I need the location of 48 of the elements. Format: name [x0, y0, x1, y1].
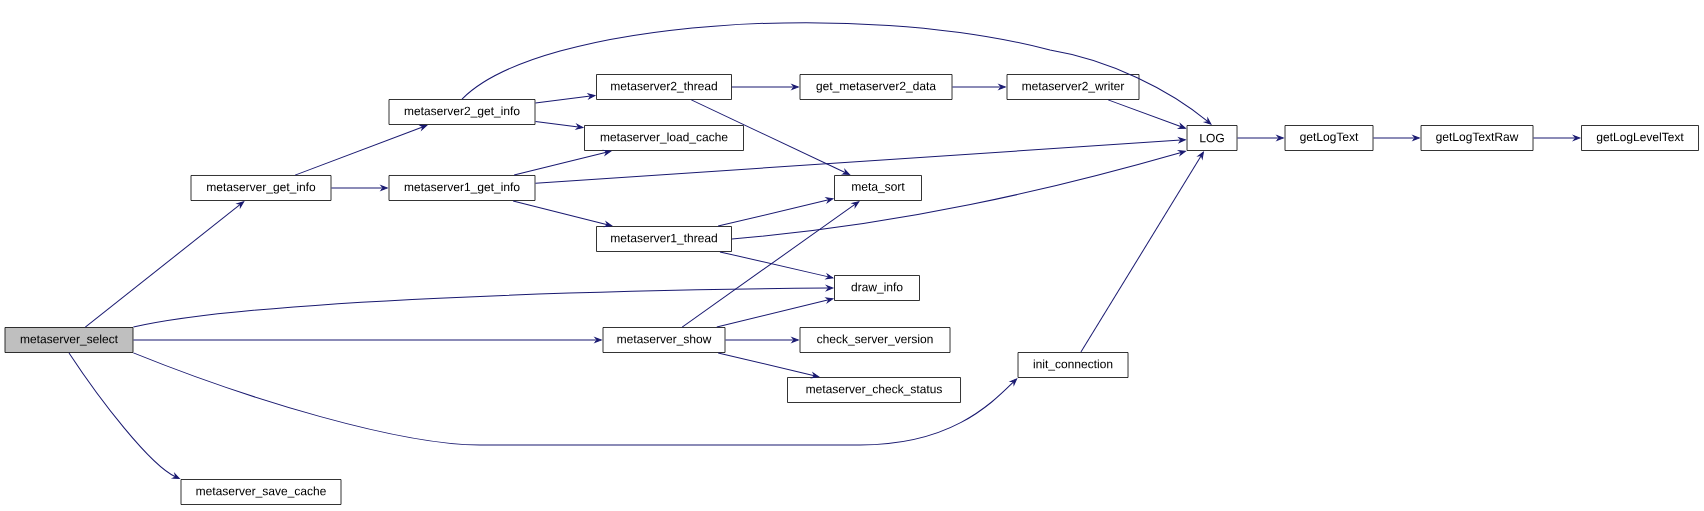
- arrow: [716, 297, 834, 328]
- arrow: [68, 352, 180, 480]
- function-box: metaserver_save_cache: [180, 479, 342, 505]
- function-box: getLogTextRaw: [1420, 125, 1534, 151]
- arrow: [513, 149, 612, 176]
- function-box: metaserver_get_info: [190, 175, 332, 201]
- function-box: metaserver_select: [4, 327, 134, 353]
- arrow: [512, 200, 613, 228]
- arrow: [1372, 135, 1420, 141]
- arrow: [330, 185, 388, 191]
- arrow: [132, 337, 602, 343]
- arrow: [461, 22, 1212, 125]
- function-box: metaserver_check_status: [787, 377, 961, 403]
- function-box: get_metaserver2_data: [799, 74, 953, 100]
- arrow: [717, 352, 819, 379]
- arrow: [724, 337, 799, 343]
- function-box: meta_sort: [834, 175, 922, 201]
- function-box: metaserver2_writer: [1006, 74, 1140, 100]
- arrow: [294, 124, 428, 176]
- function-box: getLogText: [1284, 125, 1374, 151]
- arrow: [731, 150, 1186, 240]
- function-box: metaserver_load_cache: [584, 125, 744, 151]
- function-box: LOG: [1186, 125, 1238, 151]
- arrow: [719, 251, 834, 280]
- function-box: metaserver_show: [602, 327, 726, 353]
- arrow: [690, 99, 850, 175]
- arrow: [132, 352, 1018, 446]
- function-box: metaserver2_thread: [596, 74, 732, 100]
- arrow: [132, 285, 834, 328]
- function-box: getLogLevelText: [1581, 125, 1699, 151]
- arrow: [1236, 135, 1284, 141]
- arrow: [84, 201, 245, 328]
- arrow: [534, 137, 1186, 184]
- function-box: metaserver1_get_info: [388, 175, 536, 201]
- arrow: [1107, 99, 1186, 129]
- arrow: [717, 197, 834, 227]
- function-box: metaserver2_get_info: [388, 99, 536, 125]
- function-box: init_connection: [1017, 352, 1129, 378]
- arrow: [681, 201, 860, 328]
- function-box: draw_info: [834, 275, 920, 301]
- arrow: [1532, 135, 1581, 141]
- arrow: [1080, 151, 1204, 353]
- function-box: metaserver1_thread: [596, 226, 732, 252]
- arrow: [731, 84, 799, 90]
- arrow: [534, 93, 596, 104]
- arrow: [534, 120, 584, 130]
- arrow: [951, 84, 1006, 90]
- function-box: check_server_version: [799, 327, 951, 353]
